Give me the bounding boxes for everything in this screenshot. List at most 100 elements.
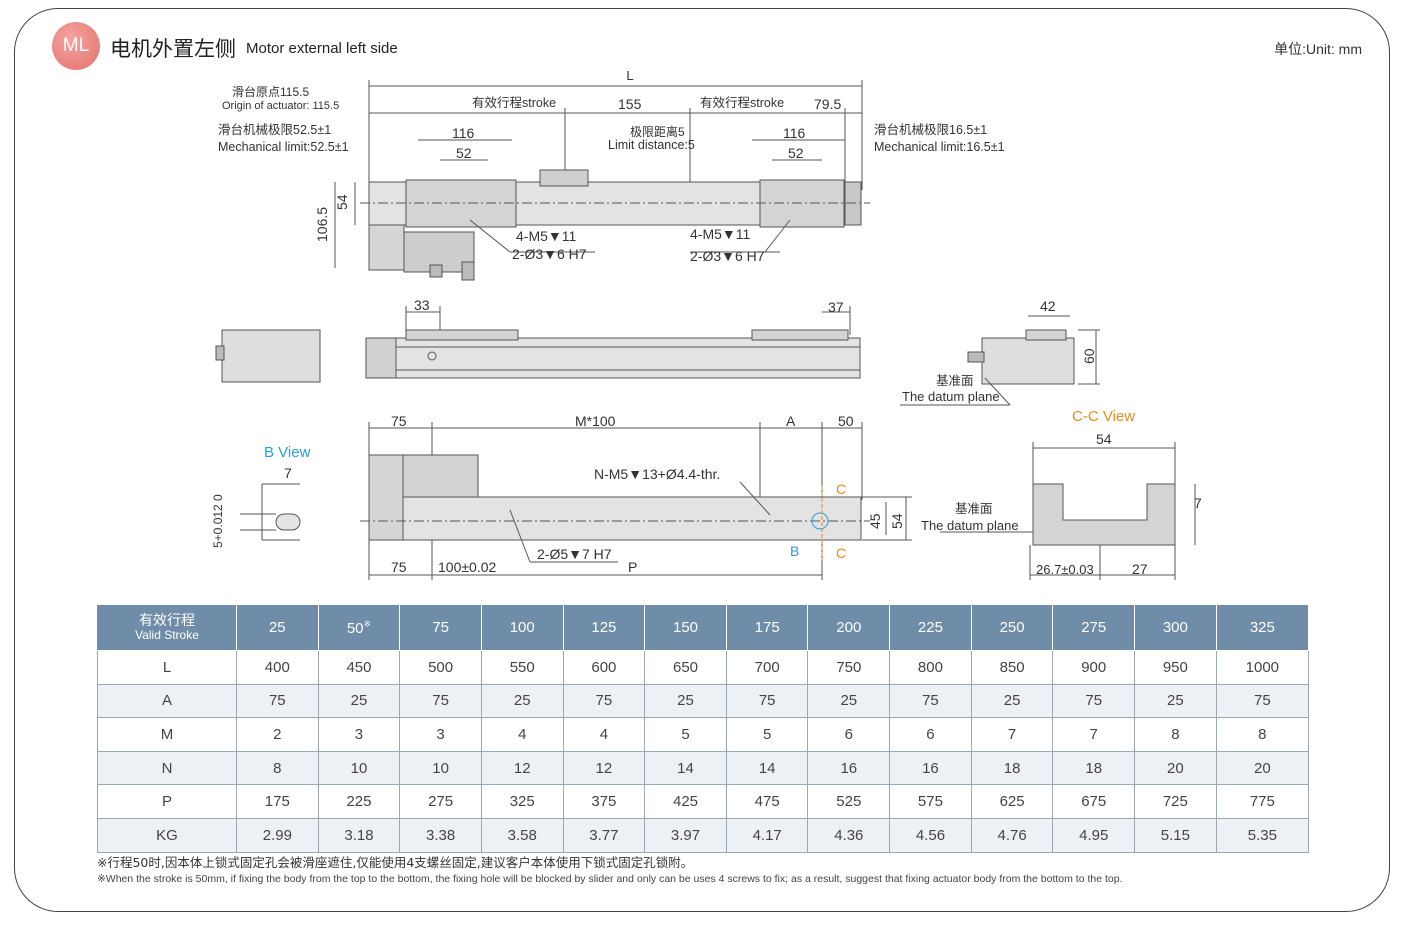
dim-75-bottom: 75	[391, 559, 407, 575]
b-view-title: B View	[264, 444, 311, 461]
holes-b-m5: 4-M5▼11	[690, 226, 751, 242]
header-valid-stroke: 有效行程 Valid Stroke	[97, 604, 237, 651]
table-cell: 1000	[1215, 650, 1310, 685]
table-cell: 75	[1215, 683, 1310, 719]
table-cell: 3	[399, 717, 482, 752]
b-view	[240, 483, 301, 541]
mech-limit-left-cn: 滑台机械极限52.5±1	[218, 122, 331, 137]
unit-label: 单位:Unit: mm	[1274, 41, 1362, 57]
table-cell: 450	[317, 650, 401, 685]
table-cell: 575	[889, 784, 972, 819]
dim-75-top: 75	[391, 413, 407, 429]
table-cell: 16	[807, 750, 891, 786]
table-cell: 4.76	[970, 817, 1054, 853]
b-view-tolerance: 5+0.012 0	[211, 494, 225, 548]
table-cell: 3.18	[317, 817, 401, 853]
table-cell: 600	[562, 650, 646, 685]
table-cell: 5	[725, 717, 809, 752]
table-cell: 20	[1215, 750, 1310, 786]
pin-holes-label: 2-Ø5▼7 H7	[537, 546, 612, 562]
table-cell: 20	[1134, 750, 1217, 786]
header-valid-stroke-cn: 有效行程	[139, 612, 195, 628]
table-cell: 625	[970, 784, 1054, 819]
header-stroke: 175	[725, 604, 809, 651]
origin-label-en: Origin of actuator: 115.5	[222, 100, 339, 112]
b-view-dim-7: 7	[284, 465, 292, 481]
stroke-note-mark: ※	[363, 618, 372, 629]
table-cell: 4	[562, 717, 646, 752]
top-view	[334, 80, 870, 281]
table-cell: 7	[970, 717, 1054, 752]
header-stroke: 275	[1052, 604, 1136, 651]
dim-L: L	[626, 68, 633, 83]
cc-view	[940, 442, 1196, 580]
header-stroke: 325	[1215, 604, 1310, 651]
table-cell: 4	[480, 717, 564, 752]
datum-label-cn-1: 基准面	[936, 374, 974, 388]
mech-limit-right-en: Mechanical limit:16.5±1	[874, 140, 1005, 154]
mech-limit-right-cn: 滑台机械极限16.5±1	[874, 122, 987, 137]
table-cell: 900	[1052, 650, 1136, 685]
origin-label-cn: 滑台原点115.5	[232, 84, 309, 99]
stroke-label-1: 有效行程stroke	[472, 95, 556, 110]
view-marker-B: B	[790, 543, 799, 559]
table-cell: 10	[317, 750, 401, 786]
table-cell: 2	[236, 717, 319, 752]
table-cell: 25	[970, 683, 1054, 719]
table-cell: 14	[644, 750, 727, 786]
row-label: KG	[97, 817, 237, 853]
header-stroke: 100	[480, 604, 564, 651]
row-label: M	[97, 717, 237, 752]
table-cell: 475	[725, 784, 809, 819]
table-cell: 18	[1052, 750, 1136, 786]
table-cell: 400	[236, 650, 319, 685]
footnote-cn: ※行程50时,因本体上锁式固定孔会被滑座遮住,仅能使用4支螺丝固定,建议客户本体…	[97, 855, 694, 870]
table-cell: 3.58	[480, 817, 564, 853]
limit-distance-en: Limit distance:5	[608, 138, 695, 152]
header-stroke: 75	[399, 604, 482, 651]
table-cell: 8	[1215, 717, 1310, 752]
model-badge: ML	[52, 22, 100, 70]
table-cell: 5	[644, 717, 727, 752]
table-cell: 8	[1134, 717, 1217, 752]
dim-116-left: 116	[452, 125, 475, 141]
table-cell: 8	[236, 750, 319, 786]
stroke-spec-table: 有效行程 Valid Stroke 25 50※ 75 100 125 150 …	[97, 604, 1310, 853]
table-cell: 75	[399, 683, 482, 719]
section-marker-C2: C	[836, 545, 846, 561]
header-stroke: 150	[644, 604, 727, 651]
table-cell: 2.99	[236, 817, 319, 853]
table-cell: 675	[1052, 784, 1136, 819]
table-cell: 3.97	[644, 817, 727, 853]
dim-100: 100±0.02	[438, 559, 497, 575]
section-marker-C1: C	[836, 481, 846, 497]
table-cell: 5.35	[1215, 817, 1310, 853]
table-cell: 25	[480, 683, 564, 719]
limit-distance-cn: 极限距离5	[630, 124, 685, 139]
header-stroke: 200	[807, 604, 891, 651]
row-label: A	[97, 683, 237, 719]
holes-b-pin: 2-Ø3▼6 H7	[690, 248, 765, 264]
side-view	[215, 306, 1100, 406]
table-header-row: 有效行程 Valid Stroke 25 50※ 75 100 125 150 …	[97, 604, 1310, 651]
table-cell: 75	[236, 683, 319, 719]
page-title-cn: 电机外置左侧	[110, 37, 236, 61]
dim-52-left: 52	[456, 145, 472, 161]
dim-60: 60	[1081, 348, 1097, 364]
dim-54-top: 54	[334, 194, 350, 210]
table-cell: 3	[317, 717, 401, 752]
table-cell: 225	[317, 784, 401, 819]
table-cell: 4.56	[889, 817, 972, 853]
table-cell: 775	[1215, 784, 1310, 819]
datum-label-en-2: The datum plane	[921, 518, 1019, 533]
table-cell: 18	[970, 750, 1054, 786]
table-cell: 10	[399, 750, 482, 786]
table-cell: 525	[807, 784, 891, 819]
table-cell: 75	[725, 683, 809, 719]
row-label: N	[97, 750, 237, 786]
row-label: P	[97, 784, 237, 819]
